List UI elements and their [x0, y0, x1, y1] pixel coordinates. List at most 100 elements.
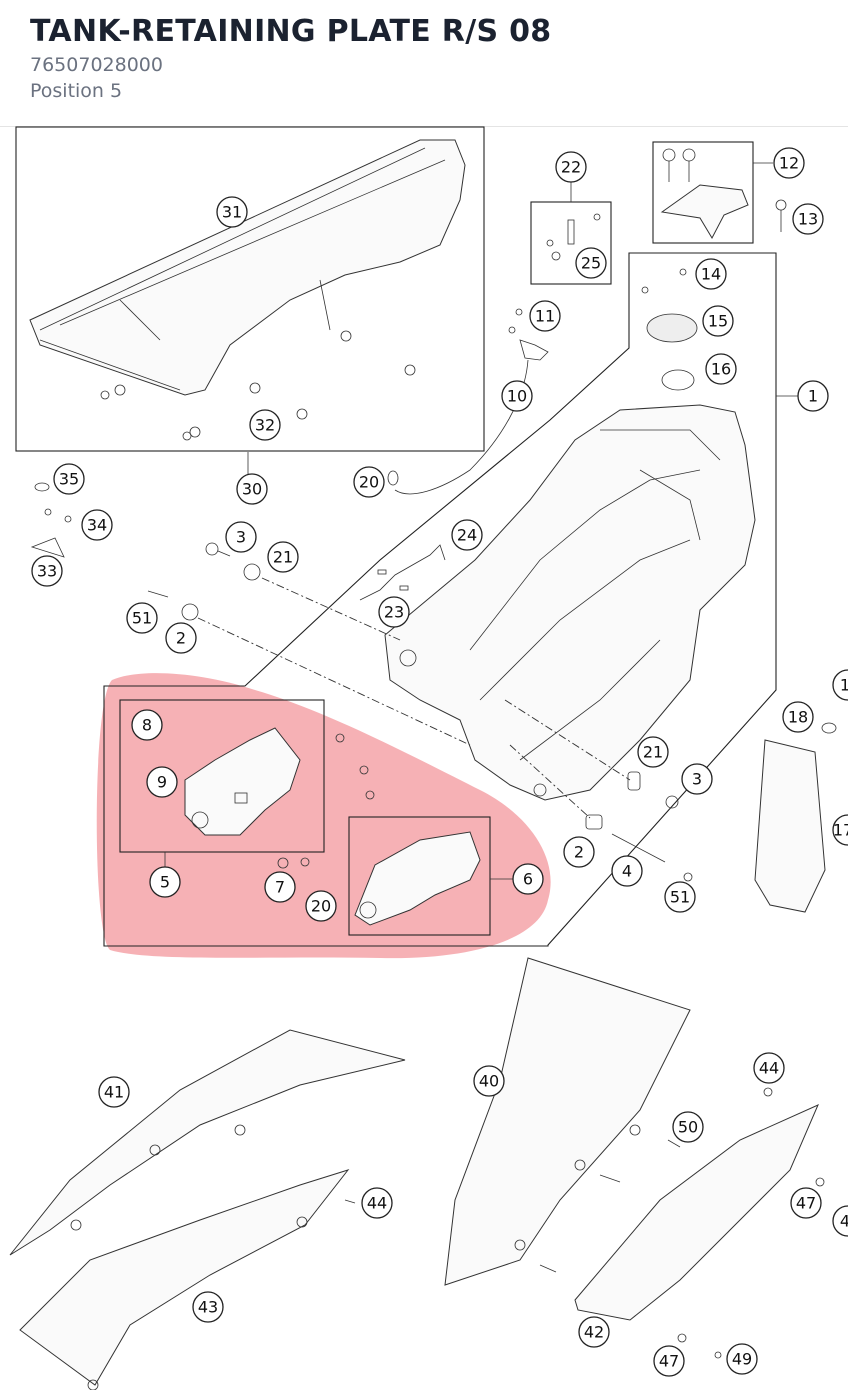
callout: 2	[563, 836, 595, 868]
callout: 51	[126, 602, 158, 634]
panel-41	[9, 1029, 406, 1256]
svg-text:15: 15	[708, 312, 728, 331]
callout: 23	[378, 596, 410, 628]
svg-text:5: 5	[160, 873, 170, 892]
callout: 22	[555, 151, 587, 183]
svg-text:24: 24	[457, 526, 477, 545]
callout-labels: 31 32 30 22 25 12 13 14 15 16 1 11 10 20…	[31, 147, 848, 1377]
svg-text:44: 44	[367, 1194, 387, 1213]
position-label: Position 5	[30, 80, 123, 102]
callout: 47	[790, 1187, 822, 1219]
svg-text:6: 6	[523, 870, 533, 889]
svg-text:47: 47	[659, 1352, 679, 1371]
svg-text:17: 17	[833, 821, 848, 840]
svg-text:21: 21	[643, 743, 663, 762]
svg-text:31: 31	[222, 203, 242, 222]
svg-text:12: 12	[779, 154, 799, 173]
svg-text:43: 43	[198, 1298, 218, 1317]
svg-text:35: 35	[59, 470, 79, 489]
callout: 8	[131, 709, 163, 741]
side-cover-17	[754, 739, 826, 913]
svg-text:41: 41	[104, 1083, 124, 1102]
callout: 51	[664, 881, 696, 913]
svg-text:10: 10	[507, 387, 527, 406]
callout: 34	[81, 509, 113, 541]
svg-text:40: 40	[479, 1072, 499, 1091]
callout: 11	[529, 300, 561, 332]
svg-text:49: 49	[732, 1350, 752, 1369]
svg-text:3: 3	[236, 528, 246, 547]
callout: 15	[702, 305, 734, 337]
callout: 35	[53, 463, 85, 495]
callout: 13	[792, 203, 824, 235]
tank-cap-parts	[641, 268, 698, 391]
tank-frame	[103, 252, 777, 947]
svg-text:30: 30	[242, 480, 262, 499]
callout: 9	[146, 766, 178, 798]
svg-text:22: 22	[561, 158, 581, 177]
svg-text:50: 50	[678, 1118, 698, 1137]
callout: 44	[753, 1052, 785, 1084]
svg-text:2: 2	[176, 629, 186, 648]
seat-group	[15, 126, 485, 476]
callout: 21	[267, 541, 299, 573]
callout: 42	[578, 1316, 610, 1348]
callout: 50	[672, 1111, 704, 1143]
key-set-box	[652, 141, 754, 244]
svg-text:44: 44	[759, 1059, 779, 1078]
callout: 20	[305, 890, 337, 922]
callout: 44	[361, 1187, 393, 1219]
panel-42	[574, 1104, 819, 1321]
left-small-parts	[30, 482, 72, 558]
svg-text:13: 13	[798, 210, 818, 229]
callout: 5	[149, 866, 181, 898]
svg-text:23: 23	[384, 603, 404, 622]
callout: 49	[726, 1343, 758, 1375]
svg-text:9: 9	[157, 773, 167, 792]
callout: 12	[773, 147, 805, 179]
callout: 21	[637, 736, 669, 768]
part-number: 76507028000	[30, 54, 163, 76]
callout: 33	[31, 555, 63, 587]
callout: 1	[797, 380, 829, 412]
callout: 47	[653, 1345, 685, 1377]
callout: 32	[249, 409, 281, 441]
svg-text:25: 25	[581, 254, 601, 273]
svg-text:16: 16	[711, 360, 731, 379]
svg-text:42: 42	[584, 1323, 604, 1342]
svg-text:47: 47	[796, 1194, 816, 1213]
page-title: TANK-RETAINING PLATE R/S 08	[30, 14, 552, 49]
plate-6-box	[348, 816, 491, 936]
callout: 24	[451, 519, 483, 551]
svg-text:18: 18	[788, 708, 808, 727]
callout: 41	[98, 1076, 130, 1108]
callout: 4	[832, 1205, 848, 1237]
retaining-plate-5	[184, 727, 301, 836]
plate-5-box	[119, 699, 325, 853]
svg-text:4: 4	[840, 1212, 848, 1231]
svg-text:20: 20	[359, 473, 379, 492]
svg-text:1: 1	[808, 387, 818, 406]
svg-text:34: 34	[87, 516, 107, 535]
callout: 17	[832, 814, 848, 846]
callout: 18	[782, 701, 814, 733]
callout: 31	[216, 196, 248, 228]
svg-text:2: 2	[574, 843, 584, 862]
svg-text:8: 8	[142, 716, 152, 735]
page-header: TANK-RETAINING PLATE R/S 08 76507028000 …	[0, 0, 848, 127]
svg-text:51: 51	[132, 609, 152, 628]
svg-text:4: 4	[622, 862, 632, 881]
panel-43	[19, 1169, 350, 1386]
svg-text:20: 20	[311, 897, 331, 916]
svg-text:32: 32	[255, 416, 275, 435]
ignition-cover	[660, 184, 749, 240]
svg-text:11: 11	[535, 307, 555, 326]
callout: 7	[264, 871, 296, 903]
callout: 2	[165, 622, 197, 654]
callout: 4	[611, 855, 643, 887]
svg-text:14: 14	[701, 265, 721, 284]
callout: 16	[705, 353, 737, 385]
callout: 25	[575, 247, 607, 279]
svg-text:51: 51	[670, 888, 690, 907]
